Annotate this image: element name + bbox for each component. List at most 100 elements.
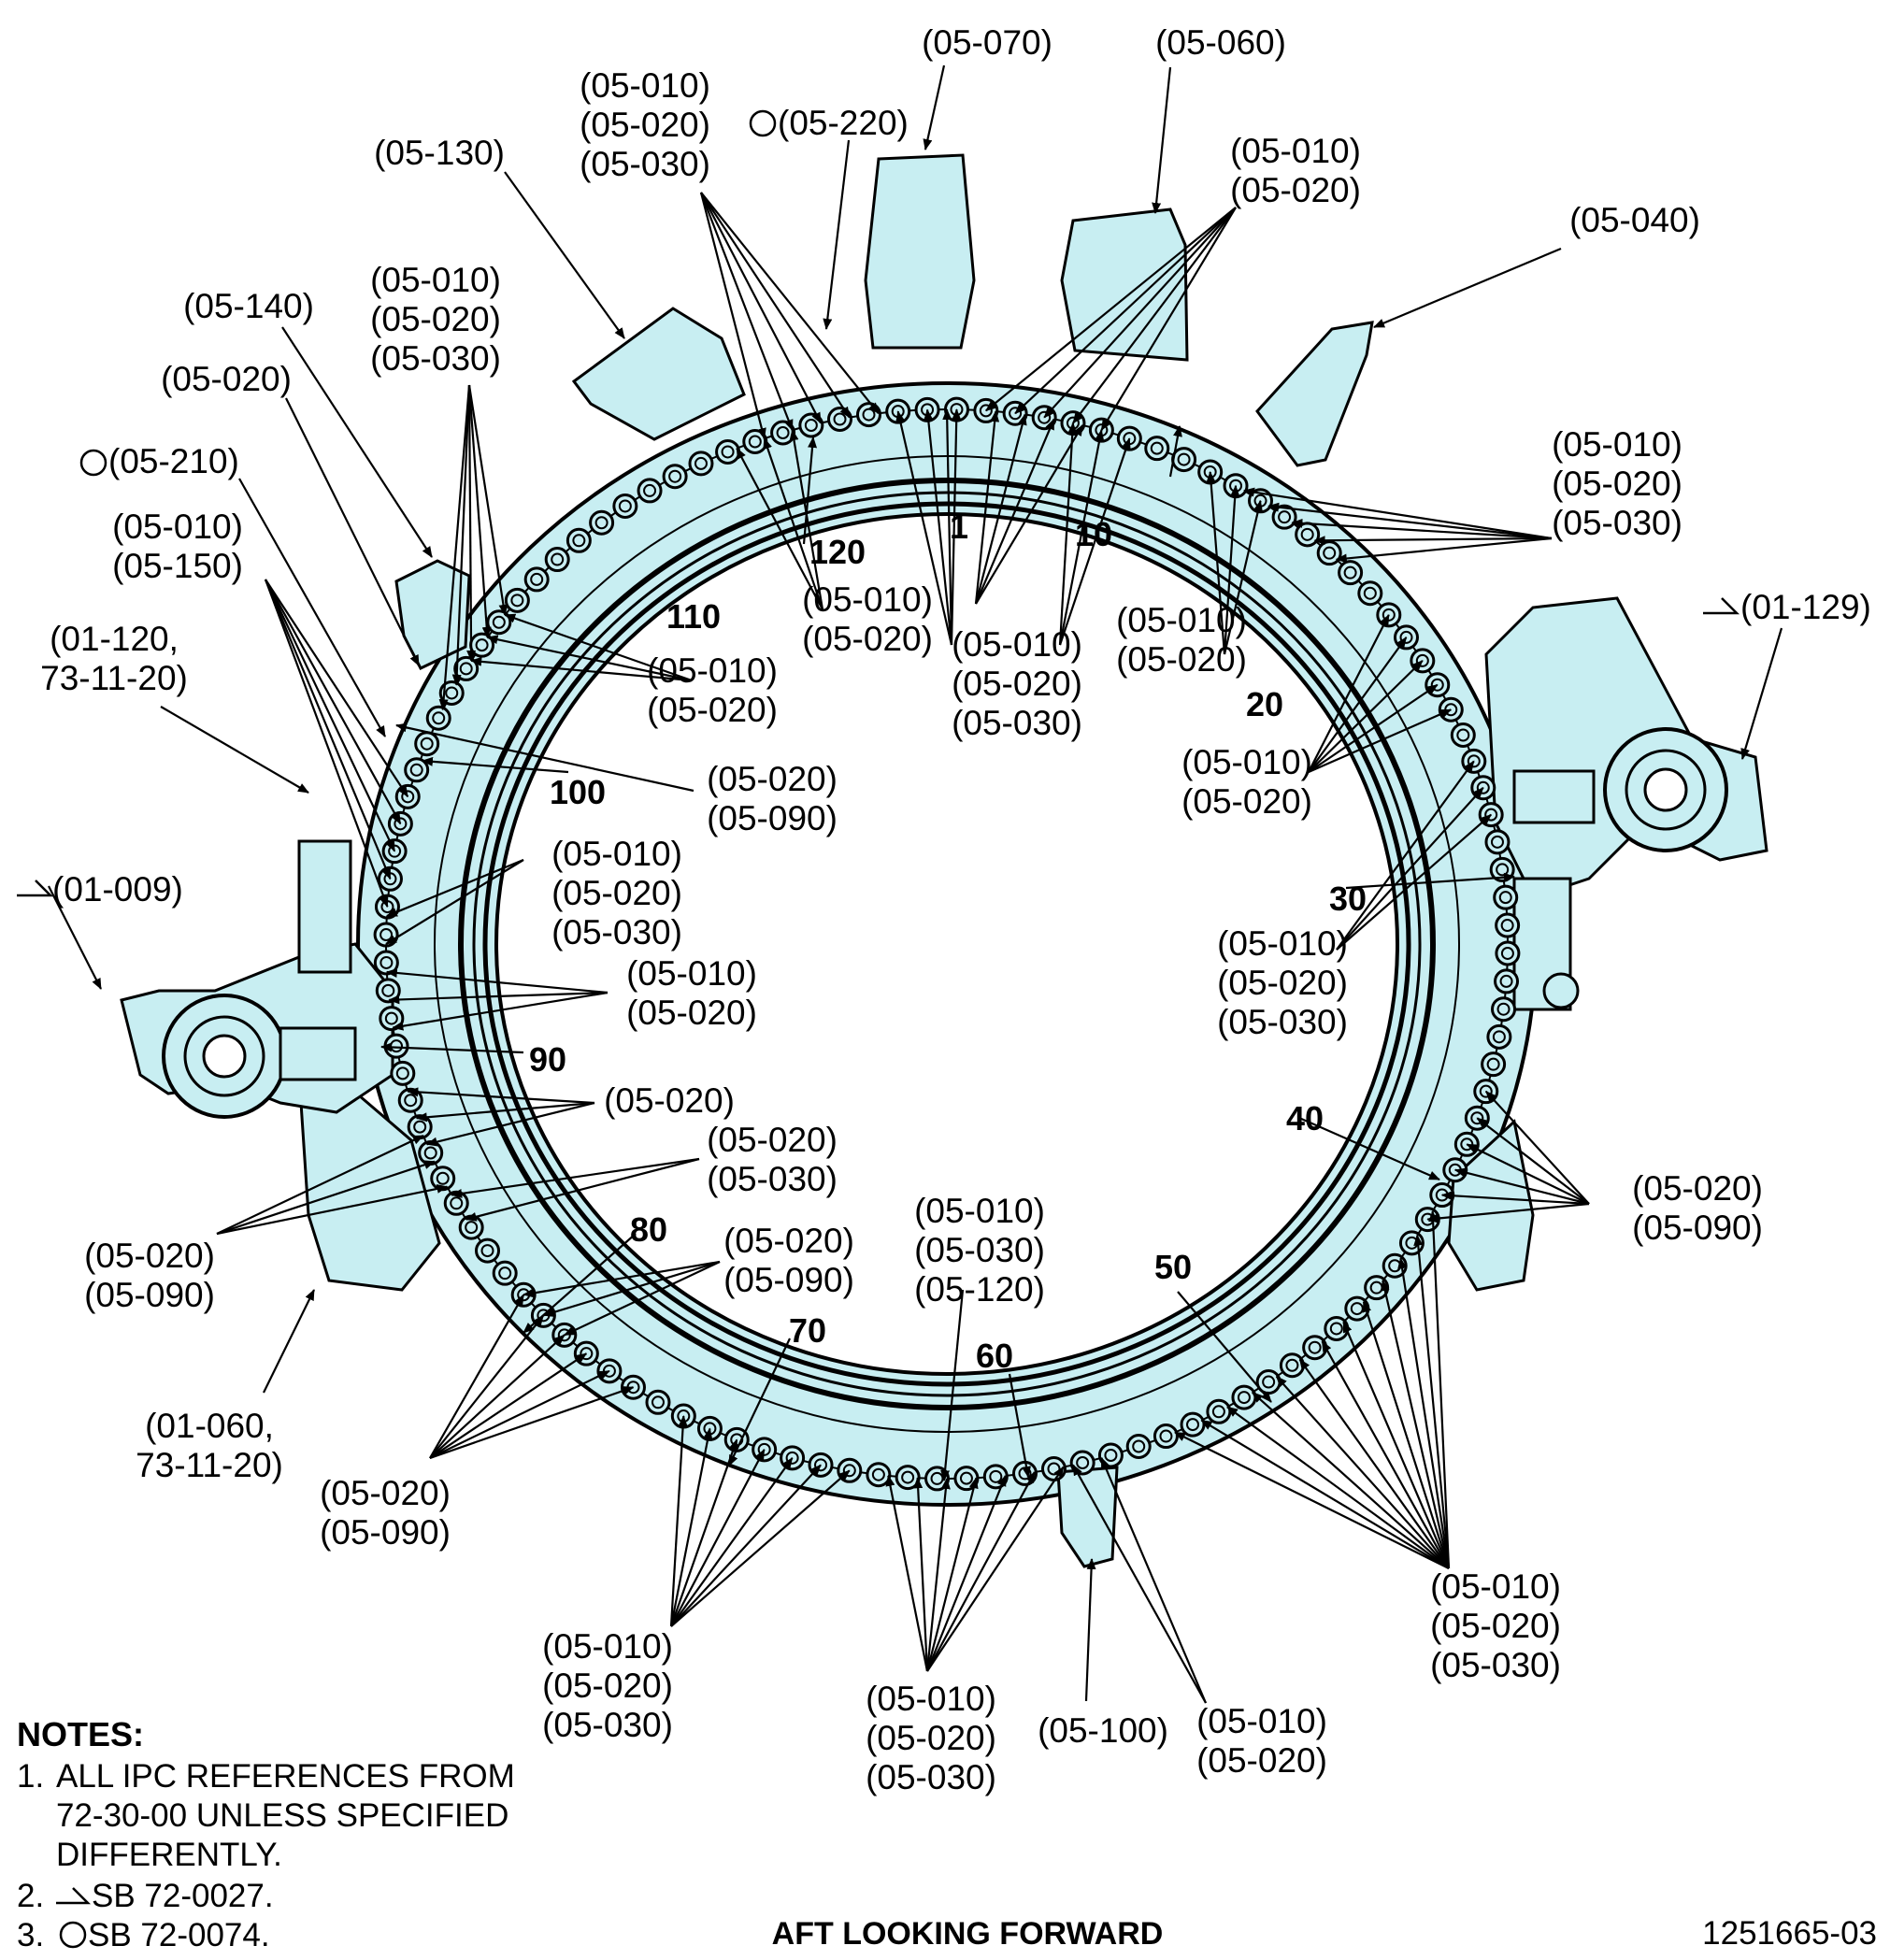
bolt-head — [486, 609, 512, 636]
leader-line — [974, 413, 1027, 605]
bolt-head — [418, 1139, 444, 1166]
leader-line — [728, 1338, 791, 1466]
leader-line — [264, 579, 392, 880]
leader-line — [700, 192, 851, 419]
leader-line — [1058, 437, 1131, 646]
leader-line — [385, 858, 524, 918]
view-title: AFT LOOKING FORWARD — [772, 1916, 1164, 1952]
callout-01-120: (01-120,73-11-20) — [40, 620, 188, 697]
bolt-head — [1357, 580, 1383, 607]
bolt-head — [492, 1260, 518, 1286]
leader-line — [670, 1457, 794, 1627]
bolt-head — [390, 1060, 416, 1086]
callout-05-150: (05-010)(05-150) — [112, 508, 243, 585]
leader-line — [736, 447, 823, 610]
bolt-head — [1495, 912, 1521, 938]
ring-groove-mid — [472, 491, 1422, 1397]
leader-line — [699, 192, 766, 440]
callout-top-nuts-a: (05-010)(05-020)(05-030) — [580, 66, 710, 183]
leader-line — [1252, 1391, 1450, 1569]
callout-bottom-right-nuts: (05-010)(05-020)(05-030) — [1430, 1567, 1561, 1684]
bolt-head — [1153, 1424, 1179, 1450]
leader-line — [1440, 1191, 1590, 1206]
leader-line — [265, 579, 409, 798]
note-3-number: 3. — [17, 1917, 44, 1953]
leader-line — [1058, 422, 1078, 646]
leader-line — [265, 579, 402, 825]
leader-line — [380, 1042, 524, 1054]
leader-line — [425, 1101, 595, 1147]
leader-line — [1362, 1300, 1451, 1569]
bolt-head — [1171, 447, 1197, 473]
leader-line — [216, 1183, 449, 1236]
bolt-head — [566, 527, 592, 553]
leader-line — [913, 1477, 929, 1672]
note-1: 1. ALL IPC REFERENCES FROM 72-30-00 UNLE… — [17, 1758, 523, 1873]
leader-line — [1298, 1358, 1450, 1569]
callout-right-05-090: (05-020)(05-090) — [1632, 1169, 1763, 1247]
callout-labels: (05-070) (05-060) (05-220) (05-010)(05-0… — [17, 23, 1871, 1796]
leader-line — [1226, 1406, 1450, 1569]
bolt-head — [1302, 1335, 1328, 1361]
leader-line — [1275, 1376, 1450, 1569]
leader-line — [925, 1477, 979, 1672]
leader-line — [422, 756, 569, 774]
bolt-head — [1144, 436, 1170, 462]
bolt-head — [688, 451, 714, 477]
leader-line — [789, 429, 824, 610]
leader-line — [1177, 1291, 1272, 1403]
bracket-05-070 — [864, 153, 976, 350]
bolt-head — [855, 402, 881, 428]
callout-top-mid-nuts: (05-010)(05-020) — [802, 580, 933, 658]
leader-line — [1072, 1464, 1207, 1704]
leader-line — [802, 436, 818, 545]
callout-05-130: (05-130) — [374, 134, 505, 172]
callout-05-070: (05-070) — [922, 23, 1052, 62]
bolt-head — [1125, 1434, 1152, 1460]
leader-line — [669, 1438, 738, 1627]
leader-line — [451, 1157, 700, 1198]
bolt-head — [1324, 1315, 1350, 1341]
callout-bottom-center-nuts: (05-010)(05-020)(05-030) — [866, 1680, 996, 1796]
note-3: SB 72-0074. — [88, 1917, 270, 1953]
callout-05-220: (05-220) — [778, 104, 909, 142]
bolt-head — [1450, 722, 1476, 749]
callout-left-05-090-b: (05-020)(05-090) — [84, 1237, 215, 1314]
bolt-head — [612, 493, 638, 519]
position-1: 1 — [950, 508, 968, 546]
leader-line — [48, 885, 102, 990]
bolt-head — [414, 731, 440, 757]
leader-line — [466, 384, 477, 662]
leader-line — [895, 410, 953, 646]
callout-05-020-left: (05-020) — [161, 360, 292, 398]
leader-line — [1342, 1321, 1451, 1569]
leader-line — [1373, 247, 1562, 329]
leader-line — [1200, 1419, 1450, 1569]
callout-01-009: (01-009) — [52, 870, 183, 908]
leader-line — [1206, 470, 1226, 655]
leader-line — [1223, 499, 1263, 655]
leader-line — [1308, 637, 1408, 773]
leader-line — [950, 408, 962, 646]
leader-line — [265, 579, 396, 852]
triangle-flag-icon — [17, 880, 54, 897]
leader-line — [216, 1134, 424, 1235]
position-60: 60 — [976, 1337, 1013, 1375]
callout-right-inner-a: (05-010)(05-020) — [1181, 743, 1312, 821]
leader-line — [942, 408, 953, 646]
position-110: 110 — [666, 597, 721, 636]
leader-line — [925, 1478, 951, 1672]
bracket-05-100 — [1056, 1466, 1119, 1568]
callout-top-left-nuts: (05-010)(05-020)(05-030) — [370, 261, 501, 378]
leader-lines — [48, 64, 1783, 1704]
leader-line — [451, 384, 471, 686]
leader-line — [264, 579, 389, 908]
leader-line — [1335, 536, 1553, 564]
bolt-head — [637, 478, 663, 504]
leader-line — [385, 859, 524, 945]
bolt-head — [475, 1238, 501, 1264]
notes-block: NOTES: 1. ALL IPC REFERENCES FROM 72-30-… — [17, 1715, 523, 1953]
callout-right-inner-b: (05-010)(05-020)(05-030) — [1217, 924, 1348, 1041]
note-2-number: 2. — [17, 1878, 44, 1914]
